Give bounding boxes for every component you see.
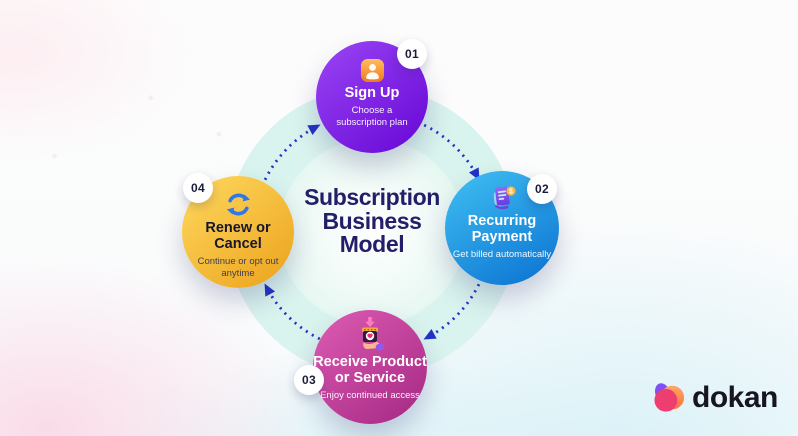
dokan-logo: dokan (654, 381, 778, 415)
step-number-badge: 04 (183, 173, 213, 203)
step-number-badge: 01 (397, 39, 427, 69)
renew-arrows-icon (226, 193, 250, 216)
package-heart-icon (362, 317, 385, 351)
cycle-ring-center (279, 139, 465, 325)
user-icon (360, 58, 384, 83)
step-number-badge: 02 (527, 174, 557, 204)
diagram-title: Subscription Business Model (304, 184, 440, 258)
dokan-logo-mark (654, 383, 685, 412)
step-subtitle: Enjoy continued access (320, 389, 420, 401)
dokan-logo-text: dokan (692, 381, 778, 414)
step-circle-recurring-payment: 02 $ Recurring Payment Get billed automa… (445, 171, 559, 285)
svg-text:$: $ (509, 189, 513, 196)
step-subtitle: Choose a subscription plan (336, 104, 408, 128)
step-circle-receive-product: 03 Receive Product or Service Enjoy cont… (294, 310, 427, 424)
step-circle-renew-cancel: 04 Renew or Cancel Continue or opt out a… (182, 173, 294, 288)
step-title: Renew or Cancel (205, 220, 271, 252)
step-title: Recurring Payment (467, 213, 537, 245)
step-title: Sign Up (344, 85, 400, 101)
invoice-coin-icon: $ (493, 186, 516, 210)
step-number-badge: 03 (294, 365, 324, 395)
step-subtitle: Get billed automatically (452, 248, 552, 260)
step-circle-sign-up: 01 Sign Up Choose a subscription plan (316, 39, 428, 153)
step-subtitle: Continue or opt out anytime (197, 255, 279, 279)
step-title: Receive Product or Service (313, 354, 427, 386)
